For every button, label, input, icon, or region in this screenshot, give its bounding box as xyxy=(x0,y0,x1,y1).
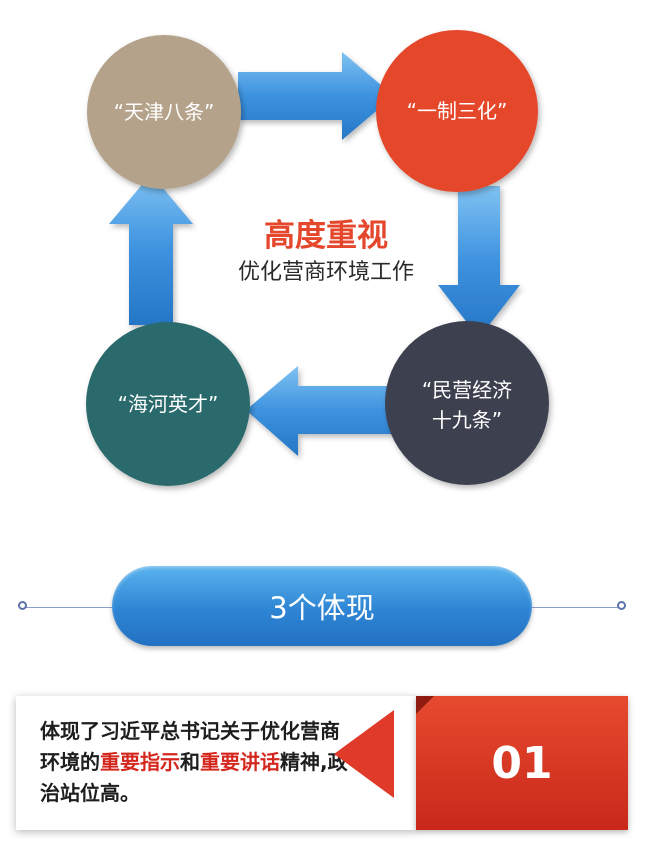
pointer-triangle xyxy=(334,710,394,798)
arrow-top xyxy=(238,52,394,140)
section-header-label: 3个体现 xyxy=(269,591,375,625)
arrow-right xyxy=(438,186,520,338)
node-label-yizhi: “一制三化” xyxy=(406,99,508,123)
point-number: 01 xyxy=(491,737,553,789)
divider-dot-left xyxy=(18,601,27,610)
number-box-fold xyxy=(416,696,434,714)
node-label-haihe: “海河英才” xyxy=(117,392,219,416)
center-subtitle: 优化营商环境工作 xyxy=(237,260,414,285)
circle-haihe xyxy=(86,322,250,486)
divider-dot-right xyxy=(617,601,626,610)
point-text: 体现了习近平总书记关于优化营商环境的重要指示和重要讲话精神,政治站位高。 xyxy=(40,716,350,809)
emphasis-text: 重要讲话 xyxy=(200,750,280,774)
divider-left xyxy=(24,607,124,608)
arrow-bottom xyxy=(246,366,392,456)
body-text: 和 xyxy=(180,750,200,774)
emphasis-text: 重要指示 xyxy=(100,750,180,774)
body-text: 体现了习近平总书记关于优化营商环境的 xyxy=(40,719,340,774)
arrow-left xyxy=(109,174,193,325)
circle-minying xyxy=(385,321,549,485)
node-label-tianjin: “天津八条” xyxy=(113,100,215,124)
circle-yizhi xyxy=(376,30,538,192)
section-header-pill: 3个体现 xyxy=(112,566,532,646)
divider-right xyxy=(520,607,624,608)
point-number-box: 01 xyxy=(416,696,628,830)
node-label-minying: “民营经济 十九条” xyxy=(421,378,513,432)
center-title: 高度重视 xyxy=(264,218,388,254)
circle-tianjin xyxy=(87,35,241,189)
cycle-diagram xyxy=(86,30,549,486)
